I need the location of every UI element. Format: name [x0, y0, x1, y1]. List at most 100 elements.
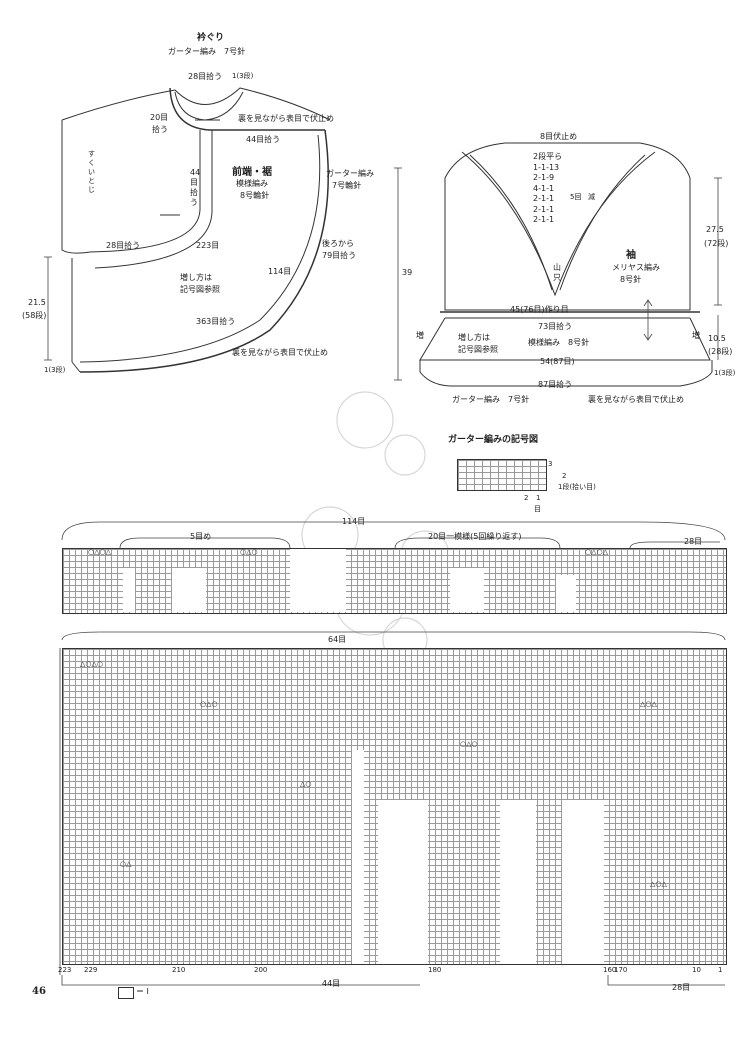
collar-21-5: 21.5: [28, 298, 46, 307]
chart-num: 160: [603, 966, 617, 974]
sleeve-dec: 減: [588, 193, 595, 201]
page-number: 46: [32, 986, 46, 997]
garter-key-title: ガーター編みの記号図: [448, 435, 539, 445]
stitch-symbols: △○△○: [80, 660, 103, 668]
stitch-symbols: ○△○: [460, 740, 478, 748]
sleeve-needle: 8号針: [620, 275, 642, 284]
sleeve-73: 73目拾う: [538, 322, 573, 331]
chart-gap: [556, 575, 576, 612]
collar-44-pick: 44目拾う: [246, 135, 281, 144]
collar-223: 223目: [196, 241, 220, 250]
garter-row2: 2: [562, 472, 567, 480]
dec-row: 2-1-1: [533, 215, 555, 224]
collar-increase: 増し方は: [180, 273, 212, 282]
front-title: 前端・裾: [232, 167, 272, 178]
collar-subtitle: ガーター編み 7号針: [168, 47, 246, 56]
garter-row1: 1段(拾い目): [558, 483, 596, 491]
chart-gap: [450, 568, 484, 612]
sleeve-27-5: 27.5: [706, 225, 724, 234]
sleeve-center2: 只: [553, 273, 561, 282]
collar-sukui: すくいとじ: [88, 150, 95, 194]
chart-gap: [290, 549, 346, 612]
collar-20: 20目: [150, 113, 169, 122]
chart-num: 200: [254, 966, 268, 974]
collar-garter-needle: 7号輪針: [332, 181, 362, 190]
dec-row: 4-1-1: [533, 183, 555, 193]
dec-row: 2-1-1: [533, 204, 555, 214]
collar-1row: 1(3段): [232, 72, 254, 80]
collar-79: 79目拾う: [322, 251, 357, 260]
chart-gap: [378, 800, 428, 964]
stitch-symbols: ○△○: [240, 548, 258, 556]
sleeve-title: 袖: [626, 250, 636, 261]
chart-gap: [352, 750, 364, 964]
stitch-symbols: △○△: [640, 700, 657, 708]
chart-num: 210: [172, 966, 186, 974]
collar-back-from: 後ろから: [322, 239, 354, 248]
garter-key-grid: [457, 459, 547, 491]
collar-title: 衿ぐり: [197, 33, 225, 43]
sleeve-1: 1(3段): [714, 369, 736, 377]
chart-44: 44目: [322, 979, 341, 988]
chart-num: 170: [614, 966, 628, 974]
garter-col-unit: 目: [534, 505, 541, 513]
chart-gap: [123, 568, 135, 612]
chart-gap: [500, 800, 536, 964]
stitch-symbols: ○△○△: [585, 548, 608, 556]
chart-114: 114目: [342, 517, 366, 526]
sleeve-45: 45(76目)作り目: [510, 305, 569, 314]
stitch-symbols: ○△○△: [88, 548, 111, 556]
collar-garter: ガーター編み: [326, 169, 374, 178]
chart-gap: [172, 568, 206, 612]
collar-bind-off2: 裏を見ながら表目で伏止め: [232, 348, 328, 357]
stitch-symbols: ○△○: [200, 700, 218, 708]
sleeve-10-5: 10.5: [708, 334, 726, 343]
sleeve-side-left: 増: [416, 331, 424, 340]
sleeve-side-right: 増: [692, 331, 700, 340]
garter-col2: 2: [524, 494, 529, 502]
front-pattern: 模様編み: [236, 179, 268, 188]
collar-58: (58段): [22, 311, 47, 320]
chart-num: 10: [692, 966, 701, 974]
chart-gap: [562, 800, 604, 964]
collar-28-pick: 28目拾う: [188, 72, 223, 81]
chart-num: 223: [58, 966, 72, 974]
chart-20-rep: 20目一模様(5回繰り返す): [428, 532, 522, 541]
sleeve-dec-table: 2段平ら 1-1-13 2-1-9 4-1-1 2-1-1 2-1-1 2-1-…: [533, 152, 562, 226]
sleeve-center: 山: [553, 263, 561, 272]
collar-ref: 記号図参照: [180, 285, 220, 294]
garter-row3: 3: [548, 460, 553, 468]
sleeve-pattern2: 模様編み 8号針: [528, 338, 590, 347]
collar-44-vertical: 44目拾う: [190, 168, 201, 207]
dec-row: 2-1-1: [533, 194, 555, 203]
collar-bind-off: 裏を見ながら表目で伏止め: [238, 114, 334, 123]
chart-num: 1: [718, 966, 723, 974]
dec-row: 1-1-13: [533, 162, 560, 172]
chart-upper-grid: [62, 548, 727, 614]
collar-114: 114目: [268, 267, 292, 276]
chart-28b: 28目: [672, 983, 691, 992]
stitch-symbols: ○△: [120, 860, 132, 868]
dec-row: 2段平ら: [533, 152, 563, 161]
legend-box-icon: [118, 987, 134, 999]
collar-1-3: 1(3段): [44, 366, 66, 374]
chart-64: 64目: [328, 635, 347, 644]
dec-row: 2-1-9: [533, 173, 555, 182]
sleeve-garter: ガーター編み 7号針: [452, 395, 530, 404]
sleeve-72: (72段): [704, 239, 729, 248]
sleeve-28: (28段): [708, 347, 733, 356]
chart-5dec: 5目め: [190, 532, 212, 541]
legend-symbol: ＝ Ⅰ: [136, 987, 149, 996]
sleeve-bind-off: 裏を見ながら表目で伏止め: [588, 395, 684, 404]
chart-num: 229: [84, 966, 98, 974]
sleeve-increase: 増し方は: [458, 333, 490, 342]
collar-20-pick: 拾う: [152, 125, 168, 134]
sleeve-ref: 記号図参照: [458, 345, 498, 354]
sleeve-87: 87目拾う: [538, 380, 573, 389]
chart-num: 180: [428, 966, 442, 974]
chart-28: 28目: [684, 537, 703, 546]
front-needle: 8号輪針: [240, 191, 270, 200]
stitch-symbols: △○: [300, 780, 312, 788]
